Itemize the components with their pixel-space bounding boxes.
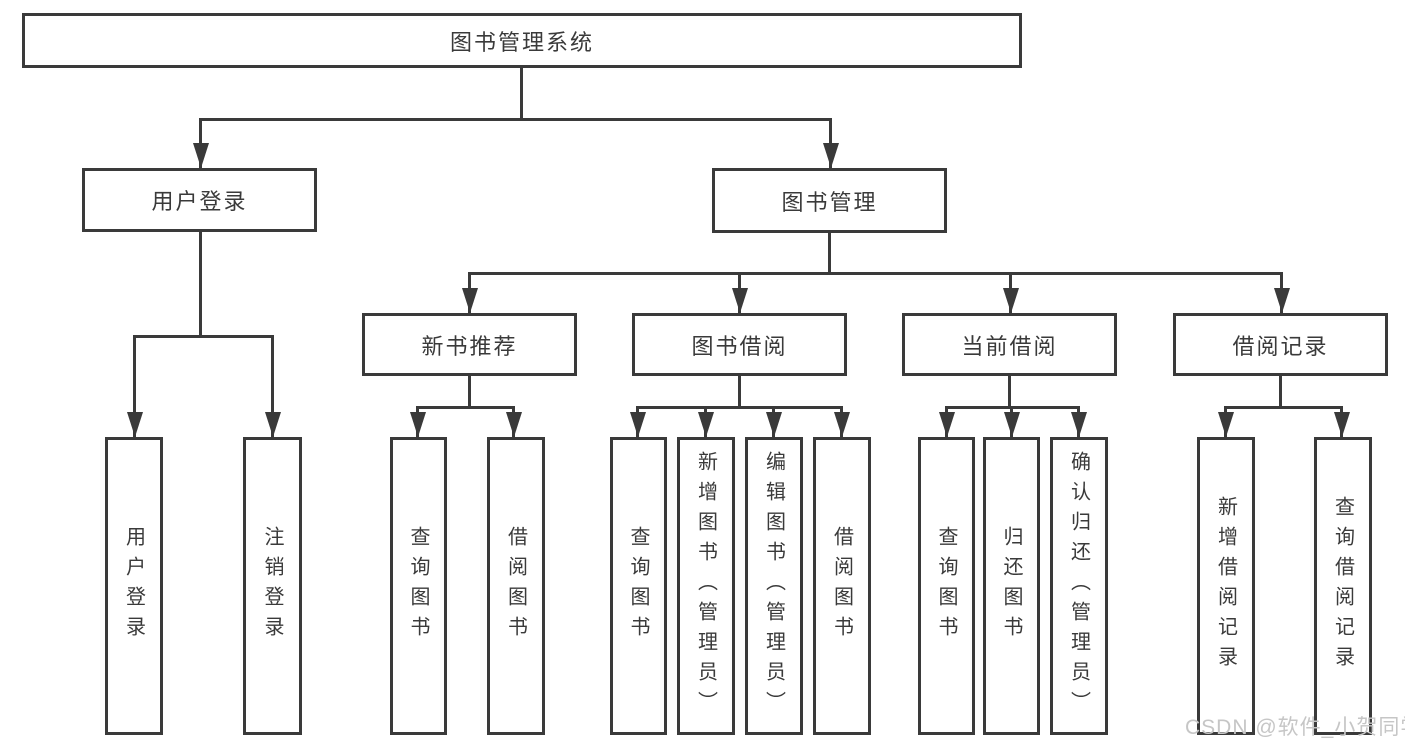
leaf-query-books-borrowing: 查询图书	[610, 437, 667, 735]
arrow-down-icon	[1077, 406, 1080, 437]
arrow-down-icon	[512, 406, 515, 437]
connector-line	[636, 406, 843, 409]
node-user-login: 用户登录	[82, 168, 317, 232]
connector-line	[416, 406, 515, 409]
arrow-down-icon	[829, 118, 832, 168]
node-book-borrowing: 图书借阅	[632, 313, 847, 376]
arrow-down-icon	[636, 406, 639, 437]
arrow-down-icon	[772, 406, 775, 437]
connector-line	[468, 272, 1282, 275]
arrow-down-icon	[945, 406, 948, 437]
connector-line	[1224, 406, 1343, 409]
arrow-down-icon	[271, 335, 274, 437]
arrow-down-icon	[840, 406, 843, 437]
node-book-management: 图书管理	[712, 168, 947, 233]
connector-line	[520, 68, 523, 118]
leaf-confirm-return-admin: 确认归还（管理员）	[1050, 437, 1108, 735]
leaf-query-borrow-record: 查询借阅记录	[1314, 437, 1372, 735]
arrow-down-icon	[199, 118, 202, 168]
connector-line	[468, 376, 471, 407]
connector-line	[738, 376, 741, 407]
arrow-down-icon	[1280, 272, 1283, 313]
arrow-down-icon	[416, 406, 419, 437]
arrow-down-icon	[468, 272, 471, 313]
arrow-down-icon	[133, 335, 136, 437]
leaf-borrow-books-recommend: 借阅图书	[487, 437, 545, 735]
connector-line	[1008, 376, 1011, 407]
arrow-down-icon	[704, 406, 707, 437]
node-current-borrowing: 当前借阅	[902, 313, 1117, 376]
arrow-down-icon	[738, 272, 741, 313]
leaf-query-books-recommend: 查询图书	[390, 437, 447, 735]
leaf-borrow-books-borrowing: 借阅图书	[813, 437, 871, 735]
leaf-query-books-current: 查询图书	[918, 437, 975, 735]
leaf-add-borrow-record: 新增借阅记录	[1197, 437, 1255, 735]
connector-line	[133, 335, 273, 338]
arrow-down-icon	[1010, 406, 1013, 437]
leaf-logout: 注销登录	[243, 437, 302, 735]
leaf-edit-book-admin: 编辑图书（管理员）	[745, 437, 803, 735]
node-system-root: 图书管理系统	[22, 13, 1022, 68]
connector-line	[199, 232, 202, 336]
leaf-add-book-admin: 新增图书（管理员）	[677, 437, 735, 735]
connector-line	[828, 233, 831, 274]
node-new-book-recommend: 新书推荐	[362, 313, 577, 376]
leaf-user-login: 用户登录	[105, 437, 163, 735]
leaf-return-books: 归还图书	[983, 437, 1040, 735]
arrow-down-icon	[1340, 406, 1343, 437]
arrow-down-icon	[1009, 272, 1012, 313]
node-borrowing-records: 借阅记录	[1173, 313, 1388, 376]
arrow-down-icon	[1224, 406, 1227, 437]
connector-line	[1279, 376, 1282, 407]
watermark: CSDN @软件_小贺同学	[1185, 716, 1405, 739]
connector-line	[199, 118, 831, 121]
